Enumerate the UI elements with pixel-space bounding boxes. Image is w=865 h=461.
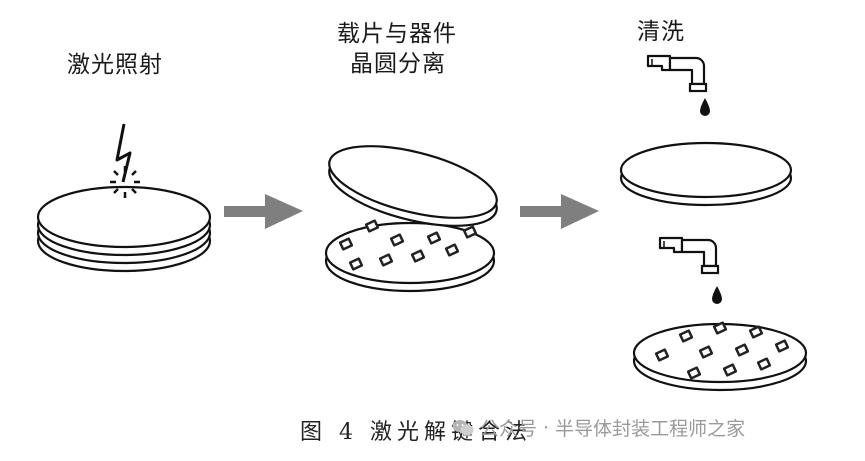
arrow-right-icon [224, 194, 303, 229]
water-drop-icon [712, 286, 722, 304]
step-clean-label: 清洗 [637, 19, 685, 45]
clean-carrier-wafer [619, 141, 793, 207]
lightning-icon [110, 123, 140, 198]
watermark-source: 公众号 [480, 418, 538, 440]
watermark-account: 半导体封装工程师之家 [555, 418, 746, 440]
step-laser-label: 激光照射 [67, 52, 163, 78]
carrier-wafer [328, 145, 498, 227]
step-separate-label-2: 晶圆分离 [350, 51, 446, 77]
wafer-stack [36, 185, 212, 273]
water-drop-icon [700, 98, 710, 116]
watermark: 公众号 · 半导体封装工程师之家 [452, 414, 745, 441]
watermark-separator: · [543, 416, 550, 439]
figure-caption: 图 4 激光解键合法 [300, 420, 532, 445]
wechat-logo-icon [452, 419, 474, 435]
faucet-icon [646, 54, 708, 93]
device-wafer [324, 218, 496, 293]
step-separate-label-1: 载片与器件 [337, 21, 457, 47]
faucet-icon [658, 236, 720, 275]
arrow-right-icon [520, 194, 599, 229]
clean-device-wafer [632, 320, 808, 392]
